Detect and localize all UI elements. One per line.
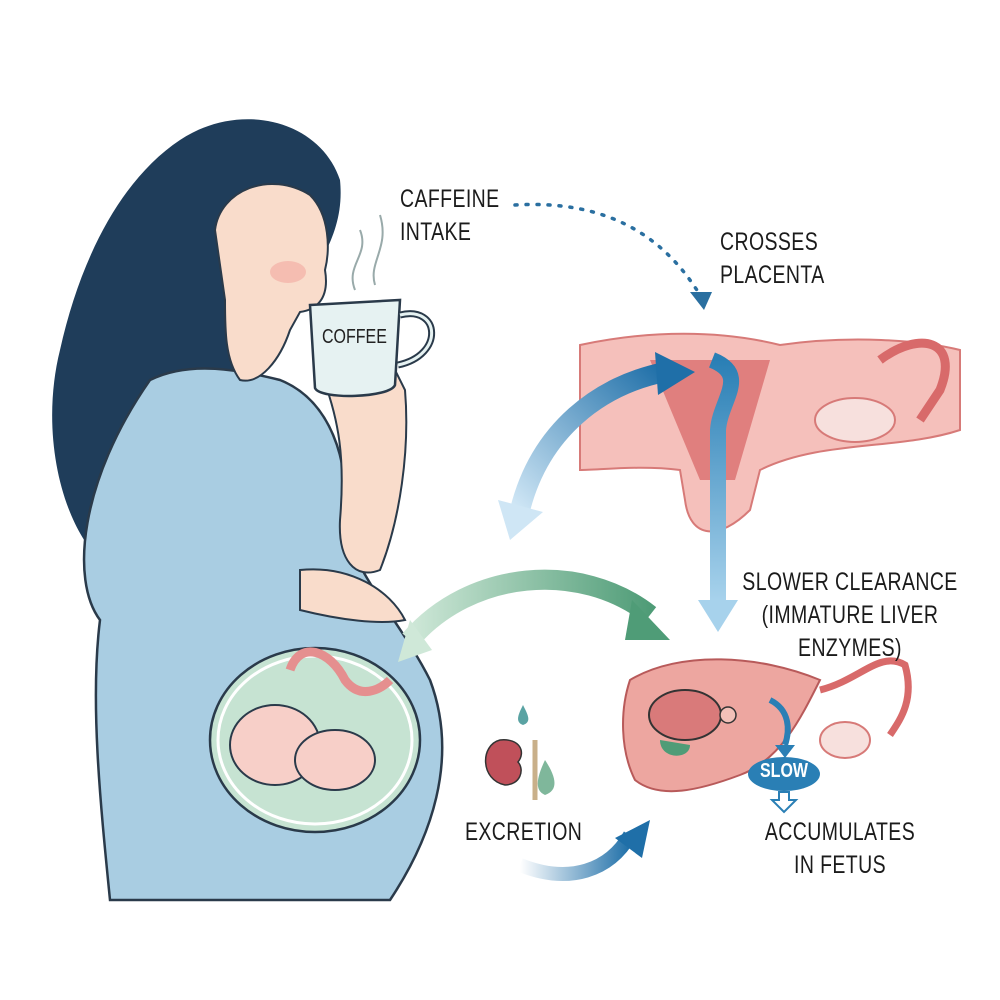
label-line: PLACENTA: [720, 261, 825, 289]
slow-badge: SLOW: [760, 760, 808, 782]
slow-badge-shape: [748, 757, 820, 791]
womb-with-fetus: [208, 646, 422, 834]
green-double-arrow: [402, 569, 657, 647]
kidney-icon: [484, 705, 555, 800]
accumulates-label: ACCUMULATES IN FETUS: [739, 816, 942, 882]
label-line: ENZYMES): [798, 634, 902, 662]
excretion-arrow: [517, 831, 637, 881]
label-line: IN FETUS: [794, 851, 886, 879]
turtle-icon: [648, 689, 737, 756]
label-line: SLOWER CLEARANCE: [742, 568, 958, 596]
arm: [318, 358, 408, 574]
placenta-down-arrow: [708, 352, 740, 600]
slow-arrow: [768, 697, 791, 746]
label-line: INTAKE: [400, 218, 472, 246]
face: [213, 183, 329, 382]
label-line: CAFFEINE: [400, 185, 500, 213]
label-line: CROSSES: [720, 228, 819, 256]
label-line: (IMMATURE LIVER: [761, 601, 939, 629]
hand: [299, 568, 407, 623]
crosses-placenta-label: CROSSES PLACENTA: [720, 226, 825, 292]
dotted-arrow: [513, 202, 702, 297]
mug-label: COFFEE: [322, 326, 387, 348]
uterus-placenta: [579, 332, 961, 533]
excretion-label: EXCRETION: [465, 818, 583, 846]
fetal-liver: [622, 657, 912, 814]
caffeine-intake-label: CAFFEINE INTAKE: [400, 183, 500, 249]
coffee-mug: [308, 214, 436, 398]
label-line: ACCUMULATES: [764, 818, 916, 846]
slower-clearance-label: SLOWER CLEARANCE (IMMATURE LIVER ENZYMES…: [733, 566, 967, 665]
blue-double-arrow: [510, 362, 668, 513]
